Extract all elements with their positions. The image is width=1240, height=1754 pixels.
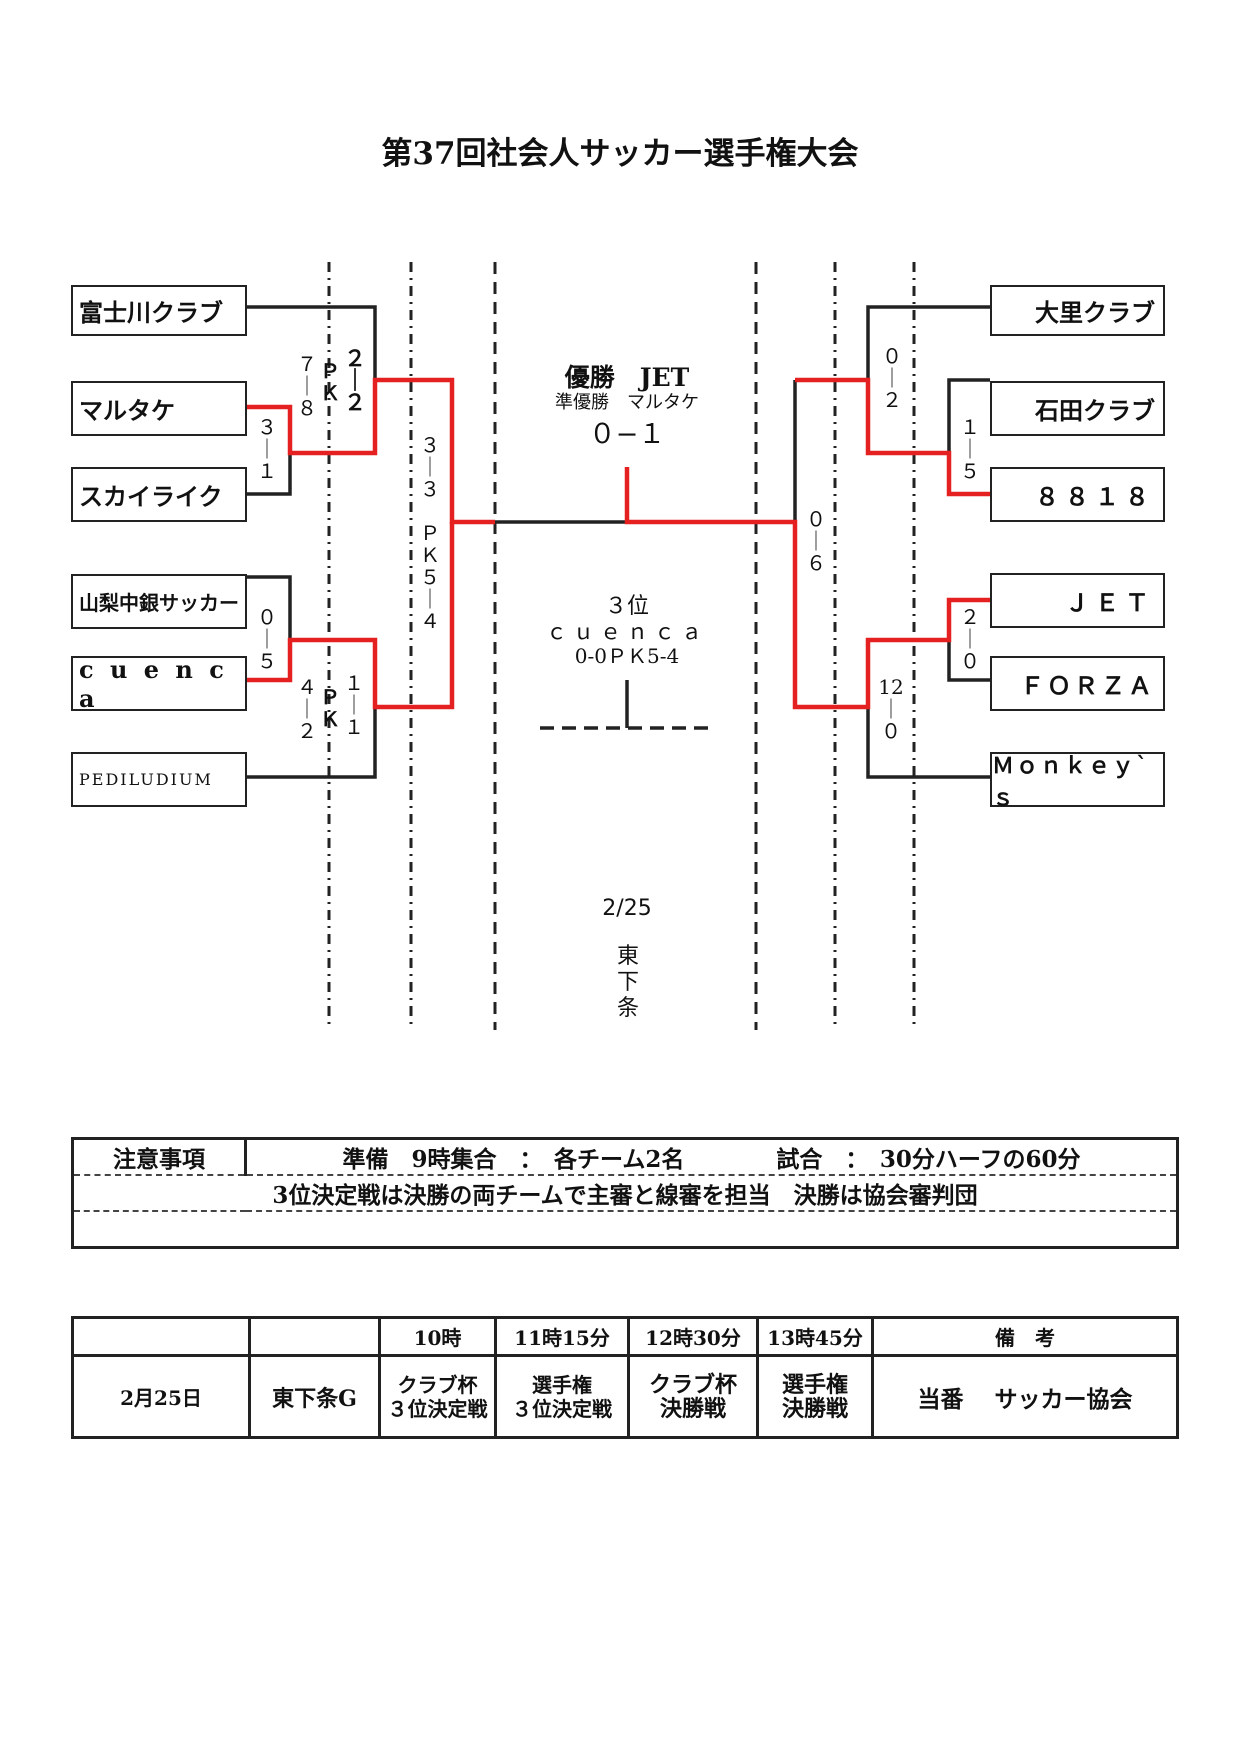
final-score: ０−１ [588, 419, 666, 450]
team-name: Ｍｏｎｋｅｙ`ｓ [992, 752, 1150, 811]
notes-line: 3位決定戦は決勝の両チームで主審と線審を担当 決勝は協会審判団 [72, 1175, 1178, 1212]
team-name: PEDILUDIUM [79, 770, 213, 789]
score-right-r1b: 12 ｜ ０ [878, 675, 904, 743]
team-box-left: PEDILUDIUM [71, 752, 247, 807]
schedule-table: 10時 11時15分 12時30分 13時45分 備 考 2月25日 東下条G … [71, 1316, 1179, 1439]
schedule-header [248, 1316, 381, 1357]
team-box-left: 山梨中銀サッカー [71, 574, 247, 629]
team-box-left: マルタケ [71, 381, 247, 436]
team-name: ８８１８ [1035, 482, 1155, 511]
score-right-r0b: ２ ｜ ０ [960, 605, 980, 673]
notes-header: 注意事項 [72, 1138, 247, 1176]
winner-line [246, 377, 495, 525]
third-place-label: ３位 [604, 594, 649, 619]
team-box-left: c u e n c a [71, 654, 247, 713]
third-place-score: 0-0ＰＫ5-4 [574, 644, 680, 668]
notes-table: 注意事項 準備 9時集合 ： 各チーム2名 試合 ： 30分ハーフの60分 3位… [71, 1137, 1179, 1249]
schedule-cell: 選手権 決勝戦 [756, 1354, 874, 1439]
team-name: ＦＯＲＺＡ [1020, 671, 1155, 700]
score-right-r1a: ０ ｜ ２ [882, 344, 902, 412]
team-name: 大里クラブ [1035, 298, 1155, 327]
bracket-line [246, 453, 292, 496]
schedule-cell: 2月25日 [71, 1354, 251, 1439]
team-box-left: 富士川クラブ [71, 285, 247, 336]
schedule-cell: クラブ杯 ３位決定戦 [378, 1354, 497, 1439]
notes-line: 準備 9時集合 ： 各チーム2名 試合 ： 30分ハーフの60分 [245, 1138, 1178, 1176]
score-left-r0b: ０ ｜ ５ [257, 605, 277, 673]
pk-label: Ｐ Ｋ [320, 359, 340, 405]
schedule-cell: 東下条G [248, 1354, 381, 1439]
score-right-semi: ０ ｜ ６ [806, 507, 826, 575]
tournament-bracket [246, 262, 990, 1030]
schedule-cell: クラブ杯 決勝戦 [627, 1354, 759, 1439]
team-name: 山梨中銀サッカー [79, 591, 239, 615]
score-left-semi: ３ ｜ ３ Ｐ Ｋ ５ ｜ ４ [420, 433, 440, 633]
bracket-line [866, 305, 990, 380]
score-left-r1b-pk: ４ ｜ ２ [297, 675, 317, 743]
winner-line [624, 467, 990, 710]
bracket-line [866, 707, 990, 779]
runnerup-label: 準優勝 マルタケ [555, 392, 699, 413]
team-name: c u e n c a [79, 654, 228, 713]
winner-line [246, 522, 455, 710]
notes-line [73, 1211, 1178, 1248]
page-title: 第37回社会人サッカー選手権大会 [381, 136, 859, 172]
venue: 東 下 条 [617, 944, 640, 1021]
team-box-right: ＦＯＲＺＡ [990, 656, 1165, 711]
bracket-line [947, 640, 990, 682]
bracket-line [246, 305, 377, 380]
schedule-cell: 当番 サッカー協会 [871, 1354, 1179, 1439]
bracket-line [947, 378, 990, 453]
team-box-right: 石田クラブ [990, 381, 1165, 436]
team-box-left: スカイライク [71, 467, 247, 522]
schedule-cell: 選手権 ３位決定戦 [494, 1354, 630, 1439]
score-left-r1a: ２ ｜ ２ [344, 346, 367, 416]
team-name: マルタケ [79, 396, 175, 425]
team-box-right: ＪＥＴ [990, 573, 1165, 628]
match-date: 2/25 [602, 896, 652, 921]
schedule-header: 10時 [378, 1316, 497, 1357]
bracket-line [246, 707, 377, 779]
schedule-header: 13時45分 [756, 1316, 874, 1357]
schedule-header: 備 考 [871, 1316, 1179, 1357]
score-right-r0a: １ ｜ ５ [960, 415, 980, 483]
schedule-header: 11時15分 [494, 1316, 630, 1357]
score-left-r0a: ３ ｜ １ [257, 415, 277, 483]
team-box-right: 大里クラブ [990, 285, 1165, 336]
schedule-header: 12時30分 [627, 1316, 759, 1357]
pk-label: Ｐ Ｋ [320, 685, 340, 731]
team-name: スカイライク [79, 482, 223, 511]
score-left-r1a-pk: ７ ｜ ８ [297, 352, 317, 420]
winner-line [795, 377, 990, 497]
bracket-line [246, 575, 292, 640]
team-name: 石田クラブ [1035, 396, 1155, 425]
third-place-team: ｃｕｅｎｃａ [546, 620, 708, 644]
score-left-r1b: １ ｜ １ [344, 671, 364, 739]
schedule-header [71, 1316, 251, 1357]
winner-label: 優勝 JET [564, 363, 690, 392]
team-box-right: Ｍｏｎｋｅｙ`ｓ [990, 752, 1165, 811]
team-name: ＪＥＴ [1065, 588, 1155, 617]
team-box-right: ８８１８ [990, 467, 1165, 522]
team-name: 富士川クラブ [79, 298, 223, 327]
